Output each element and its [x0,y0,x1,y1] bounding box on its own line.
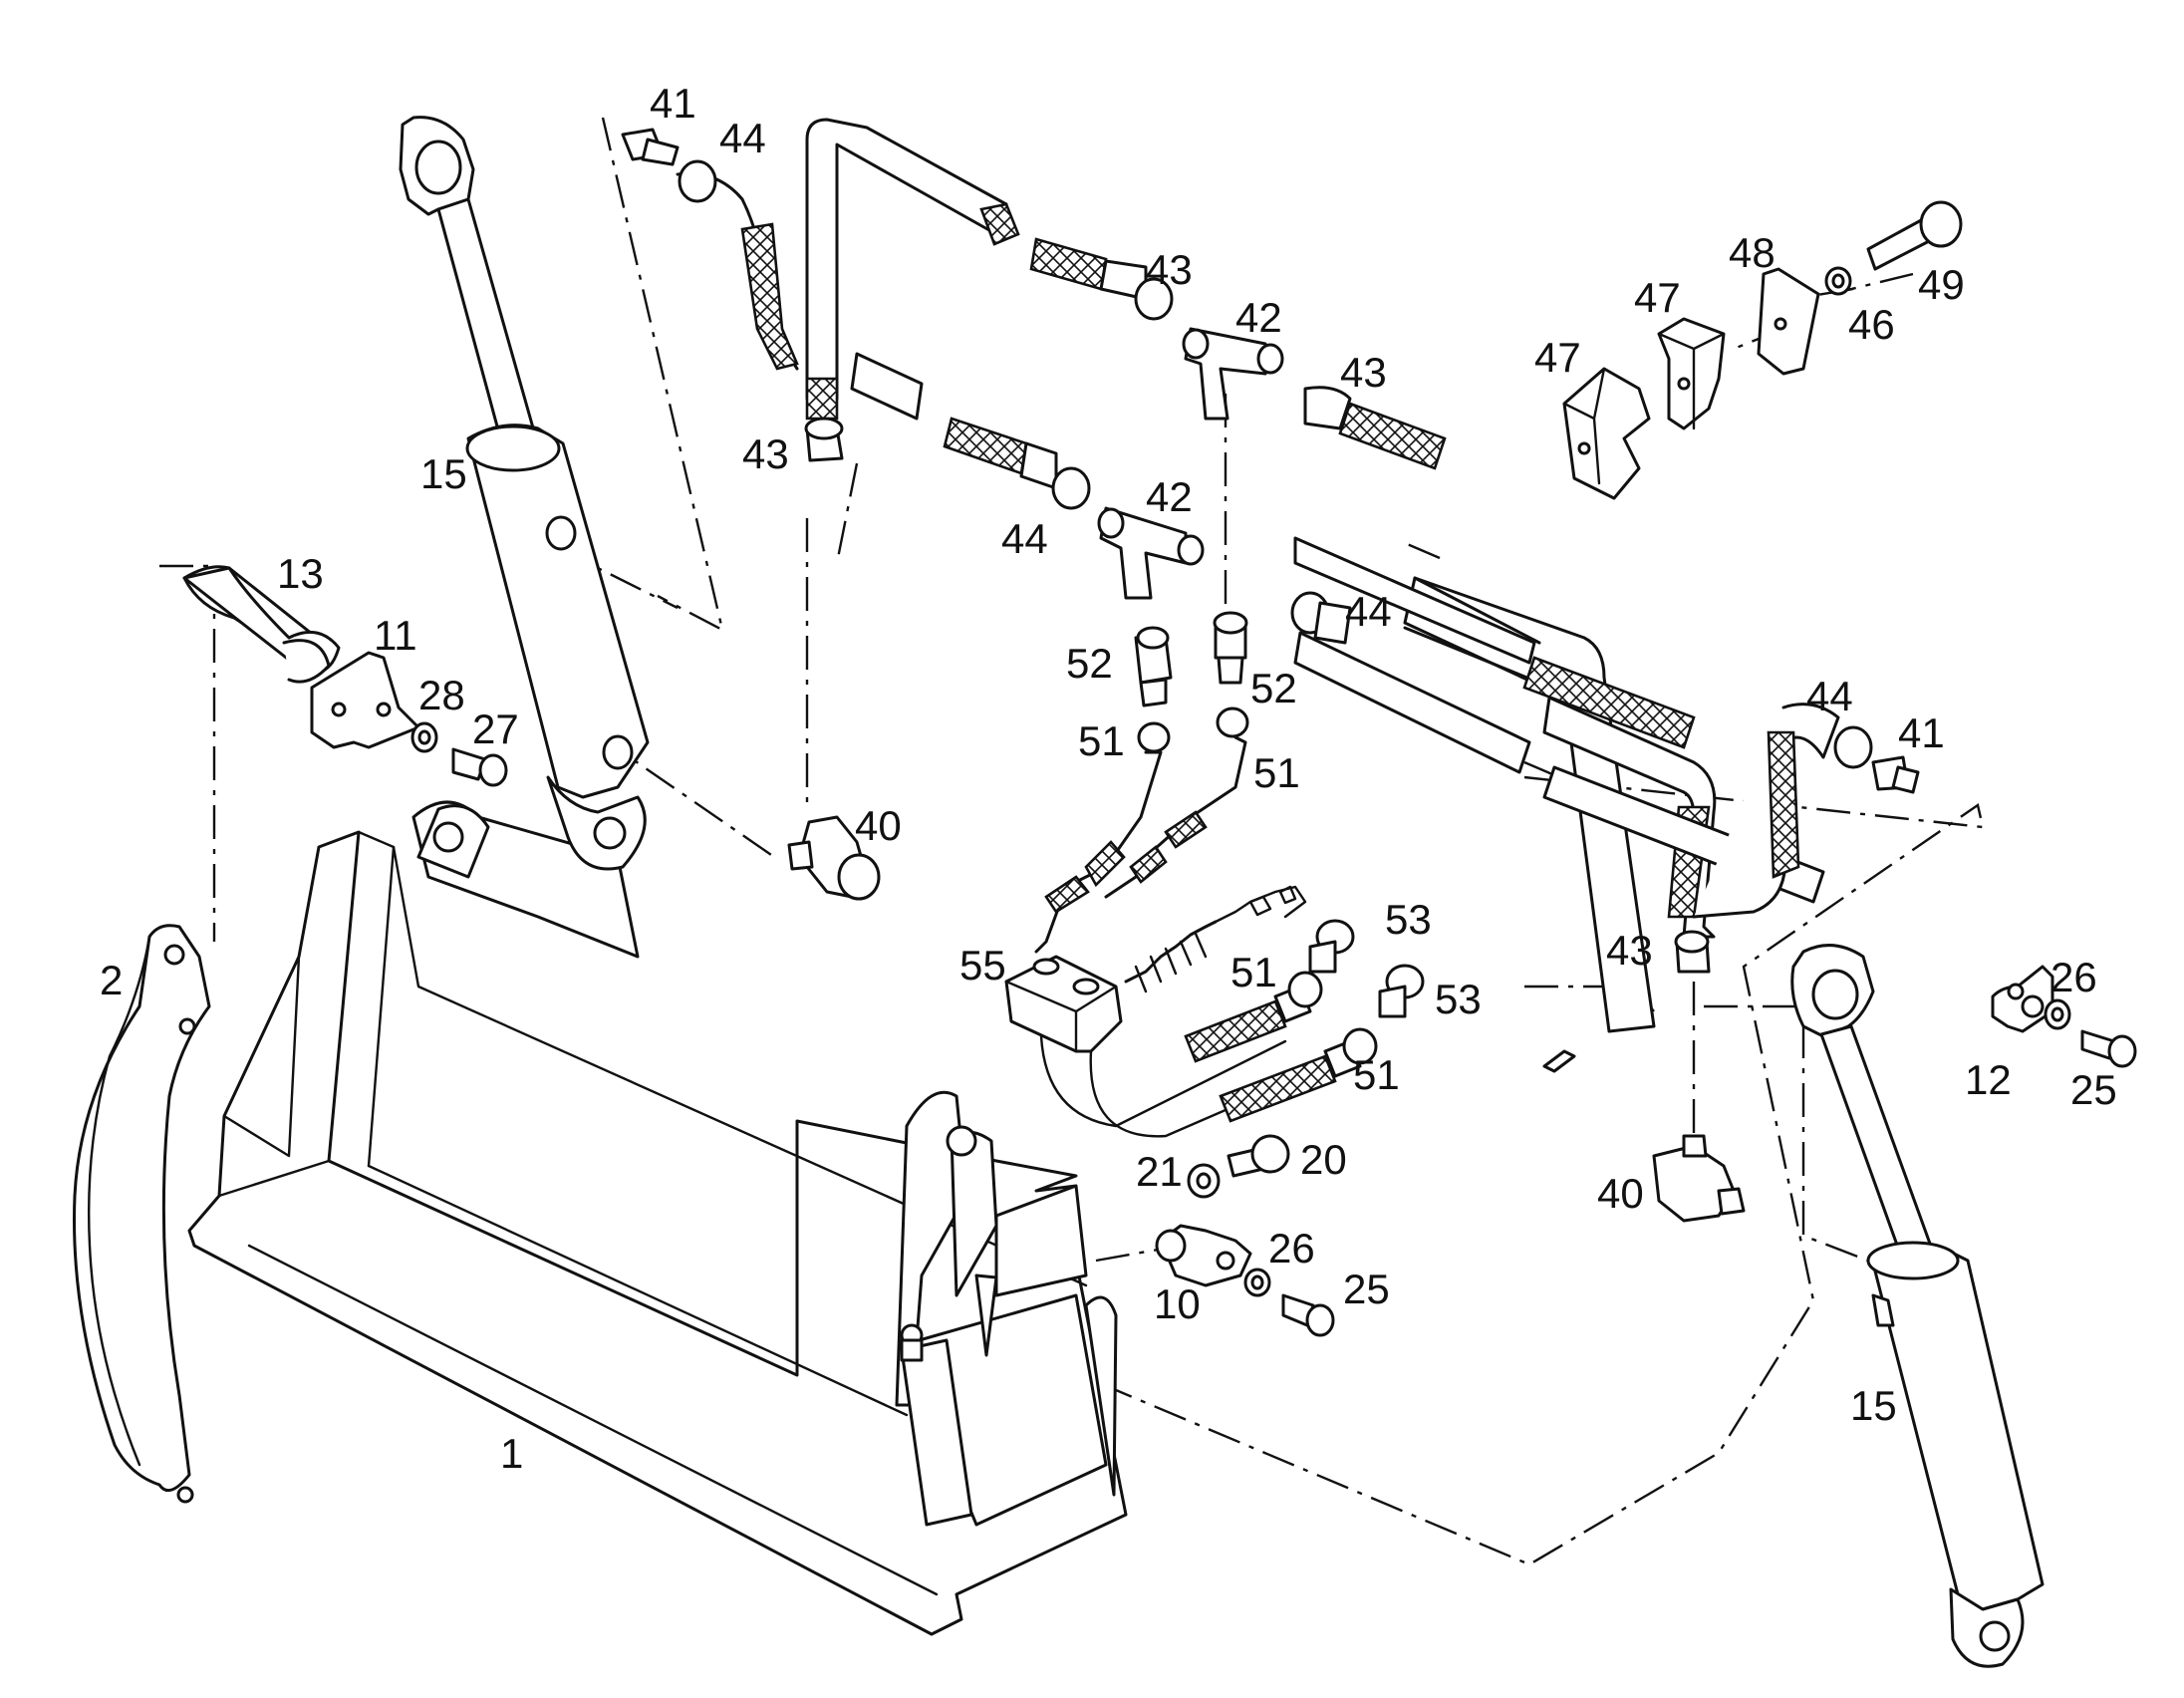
callout-44-top-left: 44 [719,115,766,161]
nut-21 [1187,1163,1221,1199]
callout-44-right: 44 [1345,588,1392,635]
bolt-25-right [2080,1029,2137,1068]
coupling-block-55 [1004,955,1317,1138]
callout-48: 48 [1729,229,1775,276]
hose-44-right [1290,591,1352,645]
fitting-41-right [1871,755,1920,794]
bolt-25 [1281,1293,1335,1337]
callout-11: 11 [374,612,417,659]
washer-46 [1824,266,1852,296]
bolt-49 [1866,200,1963,271]
callout-12: 12 [1965,1056,2012,1103]
hydraulic-pipes [805,118,1825,1073]
callout-2: 2 [100,957,123,1003]
elbow-40-right [1652,1134,1746,1223]
callout-41-right: 41 [1898,709,1945,756]
callout-43-right: 43 [1340,349,1387,396]
hoses-51 [1034,707,1249,954]
cap-53-lower [1378,964,1425,1018]
cap-53-upper [1308,919,1355,974]
callout-15-left: 15 [420,450,467,497]
callout-28: 28 [418,672,465,718]
callouts: 1 2 10 11 12 13 15 15 20 21 25 25 26 26 … [100,80,2117,1477]
callout-51-a: 51 [1078,717,1125,764]
callout-15-right: 15 [1850,1382,1897,1429]
callout-47-lower: 47 [1534,334,1581,381]
adapter-52-left [1134,626,1173,708]
callout-51-d: 51 [1353,1051,1400,1098]
pin-12 [1991,965,2054,1033]
bucket [187,800,1128,1636]
pin-10 [1155,1224,1252,1287]
callout-27: 27 [472,706,519,752]
elbow-40-left [787,815,881,901]
callout-40-right: 40 [1597,1170,1644,1217]
braided-hoses-51 [1184,971,1378,1123]
plate-48 [1757,267,1820,376]
hose-43-top [1029,237,1174,321]
callout-53-upper: 53 [1385,896,1432,943]
side-cutter [73,924,211,1504]
callout-10: 10 [1154,1280,1201,1327]
callout-42-middle: 42 [1146,473,1193,520]
callout-20: 20 [1300,1136,1347,1183]
callout-43-left: 43 [742,430,789,477]
callout-51-c: 51 [1230,949,1277,995]
pivot-pin [182,565,341,684]
callout-52-right: 52 [1250,665,1297,711]
callout-42-top: 42 [1235,294,1282,341]
spring-chain [1124,885,1307,993]
adapter-52-right [1213,611,1248,685]
bolt-20 [1227,1134,1290,1178]
callout-43-top: 43 [1146,246,1193,293]
callout-25-right: 25 [2070,1066,2117,1113]
callout-44-far-right: 44 [1806,673,1853,719]
hose-44-top-left [676,159,799,371]
nut-43-right [1674,930,1711,974]
clamp-block-47-lower [1562,367,1651,500]
washer-28 [410,721,438,753]
callout-13: 13 [277,550,324,597]
hose-44-far-right [1692,703,1873,919]
callout-44-middle: 44 [1001,515,1048,562]
callout-26-right: 26 [2050,954,2097,1000]
clamp-block-47-upper [1657,317,1726,430]
fitting-41-top-left [621,128,680,166]
callout-46: 46 [1848,301,1895,348]
callout-1: 1 [500,1430,523,1477]
hose-44-middle [943,417,1091,510]
callout-25: 25 [1343,1266,1390,1312]
callout-43-lower-right: 43 [1606,927,1653,974]
washer-26 [1243,1268,1271,1297]
tee-42-top [1182,327,1284,421]
tee-42-middle [1097,506,1205,600]
left-hydraulic-cylinder [399,116,650,871]
lock-plate [310,651,420,749]
callout-49: 49 [1918,261,1965,308]
bolt-27 [451,747,508,787]
callout-55: 55 [959,942,1006,989]
callout-51-b: 51 [1253,749,1300,796]
callout-40-left: 40 [855,802,902,849]
callout-47-upper: 47 [1634,274,1681,321]
callout-21: 21 [1136,1148,1183,1195]
hose-43-right [1303,386,1447,470]
callout-52-left: 52 [1066,640,1113,687]
right-hydraulic-cylinder [1790,944,2045,1668]
callout-26: 26 [1268,1225,1315,1272]
washer-26-right [2044,998,2071,1030]
callout-53-lower: 53 [1435,976,1482,1022]
nut-43-left [804,417,844,462]
callout-41-left: 41 [650,80,696,127]
